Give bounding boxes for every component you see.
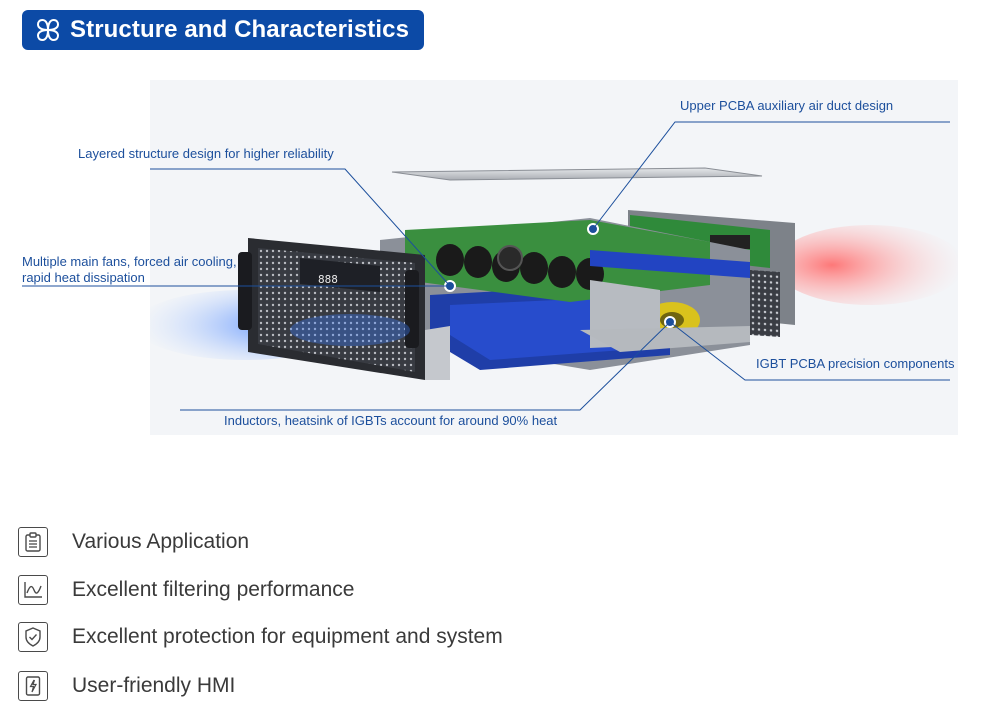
exploded-device-diagram: 888 Upper PCBA auxiliary air duct design… [78,80,958,435]
feature-label: Excellent filtering performance [72,578,355,601]
clipboard-icon [18,527,48,557]
feature-item-hmi: User-friendly HMI [18,668,618,704]
callout-main-fans-line2: rapid heat dissipation [22,270,145,285]
tablet-lightning-icon [18,671,48,701]
callout-upper-pcba: Upper PCBA auxiliary air duct design [680,98,894,113]
feature-label: User-friendly HMI [72,674,236,697]
callout-inductors-heatsink: Inductors, heatsink of IGBTs account for… [224,413,558,428]
feature-label: Excellent protection for equipment and s… [72,625,503,648]
feature-label: Various Application [72,530,250,553]
callout-main-fans-line1: Multiple main fans, forced air cooling, [22,254,237,269]
callout-layered-structure: Layered structure design for higher reli… [78,146,334,161]
four-petal-icon [36,18,60,42]
panel-display-digits: 888 [318,273,338,286]
feature-item-various-application: Various Application [18,524,618,560]
shield-check-icon [18,622,48,652]
section-title-banner: Structure and Characteristics [22,10,424,50]
device-illustration: 888 [150,167,958,380]
feature-item-protection: Excellent protection for equipment and s… [18,619,618,655]
line-chart-icon [18,575,48,605]
callout-igbt-pcba: IGBT PCBA precision components [756,356,955,371]
page-title: Structure and Characteristics [70,16,410,43]
callout-main-fans: Multiple main fans, forced air cooling, … [22,254,237,286]
feature-item-filtering: Excellent filtering performance [18,572,618,608]
